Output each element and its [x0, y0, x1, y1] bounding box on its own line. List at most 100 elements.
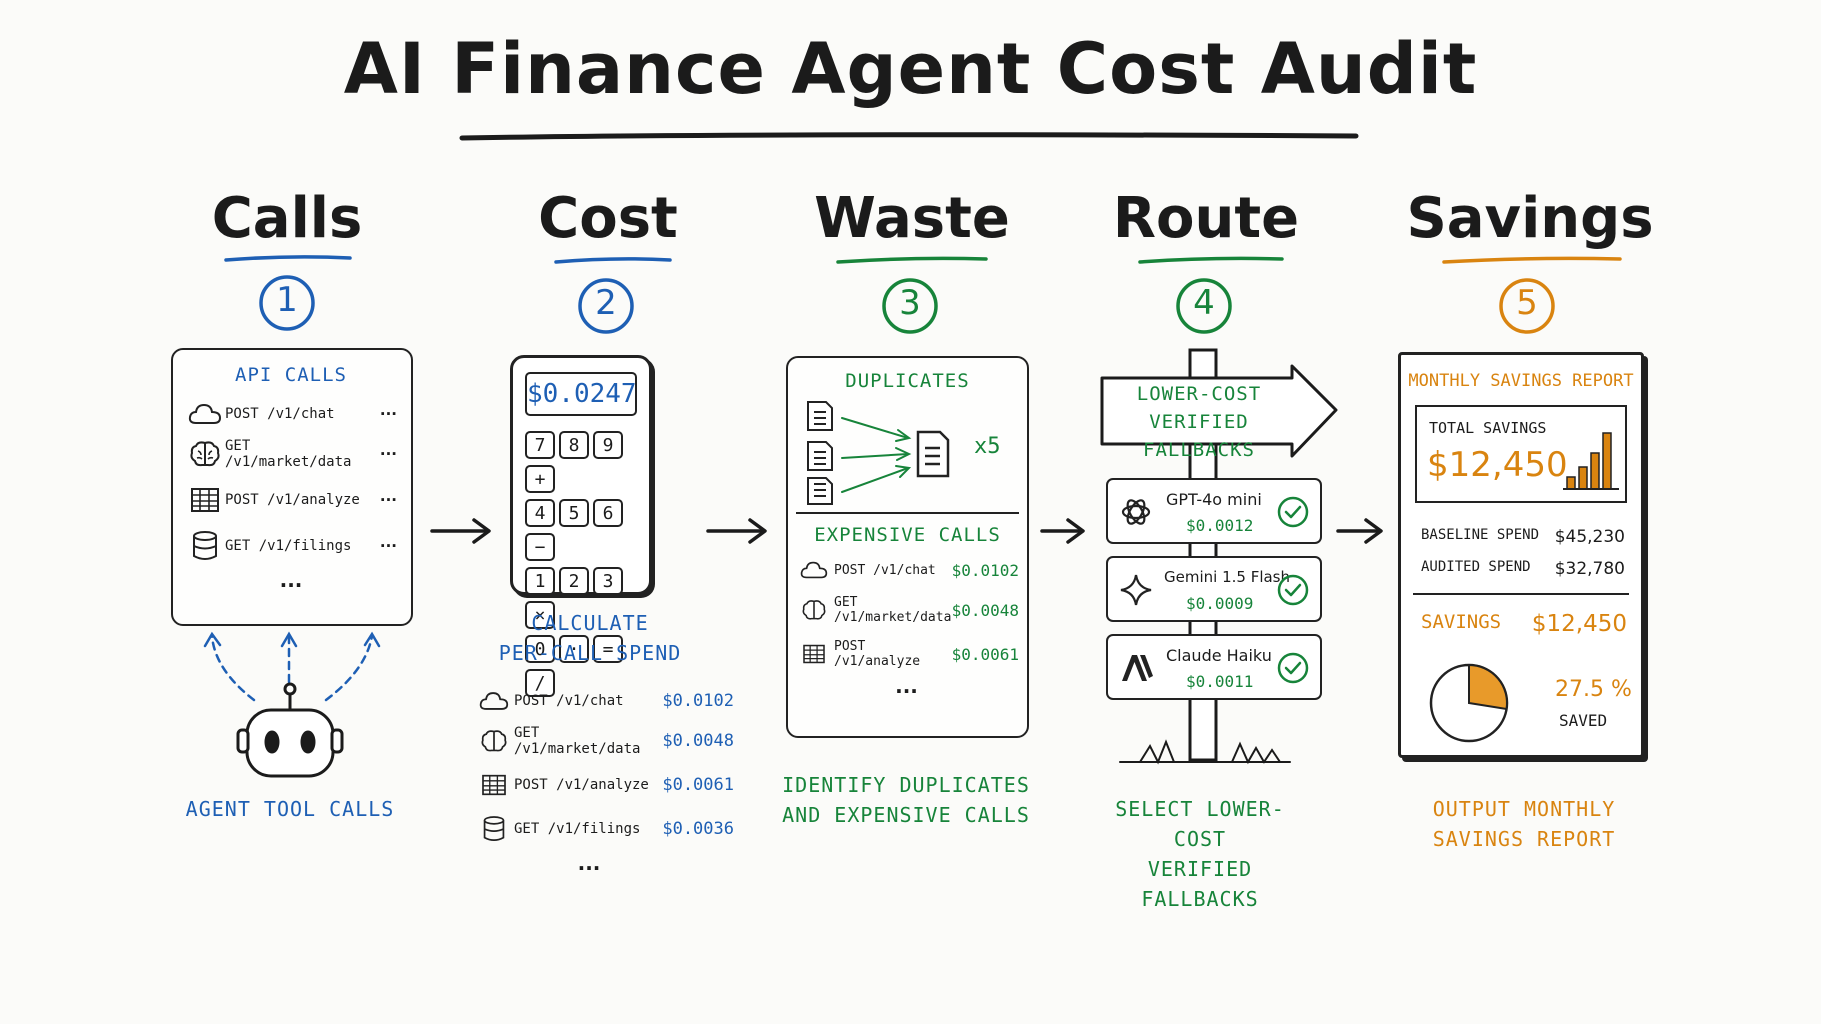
underline-savings: [1442, 256, 1622, 264]
expensive-price: $0.0048: [951, 600, 1019, 620]
step-title-cost: Cost: [538, 186, 678, 251]
cost-price: $0.0102: [662, 691, 734, 711]
expensive-price: $0.0102: [951, 560, 1019, 580]
percent-saved-value: 27.5 %: [1555, 677, 1632, 702]
more-options-icon[interactable]: ···: [379, 491, 397, 509]
calc-key[interactable]: 4: [525, 499, 555, 527]
cloud-icon: [185, 402, 225, 426]
cost-price: $0.0036: [662, 819, 734, 839]
underline-waste: [836, 256, 988, 264]
audited-label: AUDITED SPEND: [1421, 559, 1531, 575]
calc-key[interactable]: ×: [525, 601, 555, 629]
api-call-row: POST /v1/chat ···: [185, 394, 397, 434]
baseline-value: $45,230: [1554, 527, 1625, 547]
api-call-row: GET /v1/filings ···: [185, 526, 397, 566]
calc-key[interactable]: 9: [593, 431, 623, 459]
check-circle-icon: [1277, 652, 1309, 684]
calc-key[interactable]: 2: [559, 567, 589, 595]
api-call-endpoint: GET /v1/market/data: [225, 438, 352, 470]
cost-price: $0.0061: [662, 775, 734, 795]
flow-arrow-2: [706, 518, 767, 544]
step-circle-5: [1499, 278, 1555, 334]
underline-cost: [554, 257, 672, 264]
total-savings-value: $12,450: [1427, 445, 1568, 485]
underline-calls: [224, 255, 352, 262]
audited-value: $32,780: [1554, 559, 1625, 579]
brain-icon: [794, 599, 834, 621]
fallback-model-card[interactable]: GPT-4o mini $0.0012: [1106, 478, 1322, 544]
cost-endpoint: GET /v1/filings: [514, 821, 641, 837]
database-icon: [474, 815, 514, 843]
calc-key[interactable]: =: [593, 635, 623, 663]
model-price: $0.0009: [1186, 594, 1254, 613]
api-call-endpoint: POST /v1/chat: [225, 406, 335, 422]
calc-key[interactable]: ·: [559, 635, 589, 663]
savings-report-panel: MONTHLY SAVINGS REPORT TOTAL SAVINGS $12…: [1398, 352, 1644, 758]
cost-endpoint: POST /v1/analyze: [514, 777, 649, 793]
gemini-star-icon: [1120, 574, 1152, 606]
api-call-endpoint: GET /v1/filings: [225, 538, 352, 554]
calc-key[interactable]: 5: [559, 499, 589, 527]
report-title: MONTHLY SAVINGS REPORT: [1408, 371, 1634, 391]
flow-arrow-3: [1040, 518, 1085, 544]
calc-key[interactable]: 8: [559, 431, 589, 459]
waste-panel: DUPLICATES x5 EXPENSIVE CALLS POST /v1/c…: [786, 356, 1029, 738]
table-icon: [474, 774, 514, 796]
calc-key[interactable]: /: [525, 669, 555, 697]
more-calls-ellipsis: ...: [279, 568, 303, 592]
table-icon: [185, 487, 225, 513]
calc-key[interactable]: −: [525, 533, 555, 561]
identify-caption: IDENTIFY DUPLICATES AND EXPENSIVE CALLS: [776, 770, 1036, 830]
anthropic-logo-icon: [1122, 655, 1153, 681]
more-options-icon[interactable]: ···: [379, 537, 397, 555]
cloud-icon: [474, 690, 514, 712]
savings-value: $12,450: [1531, 611, 1627, 637]
api-call-endpoint: POST /v1/analyze: [225, 492, 360, 508]
expensive-call-row: GET /v1/market/data $0.0048: [794, 590, 1019, 630]
table-icon: [794, 644, 834, 664]
step-circle-4: [1176, 278, 1232, 334]
sign-label-line2: VERIFIED FALLBACKS: [1143, 411, 1255, 461]
sign-arrow-board: [1100, 364, 1338, 458]
openai-logo-icon: [1121, 499, 1151, 525]
model-price: $0.0011: [1186, 672, 1254, 691]
page-title: AI Finance Agent Cost Audit: [343, 28, 1478, 110]
step-circle-2: [578, 278, 634, 334]
expensive-call-row: POST /v1/analyze $0.0061: [794, 634, 1019, 674]
more-costs-ellipsis: ...: [577, 851, 601, 875]
calc-key[interactable]: 1: [525, 567, 555, 595]
calc-key[interactable]: 3: [593, 567, 623, 595]
robot-arrow-heads: [203, 631, 381, 648]
brain-icon: [474, 729, 514, 753]
expensive-endpoint: POST /v1/analyze: [834, 639, 921, 669]
calc-key[interactable]: +: [525, 465, 555, 493]
sign-label: LOWER-COST VERIFIED FALLBACKS: [1104, 380, 1294, 464]
sign-label-line1: LOWER-COST: [1136, 383, 1262, 405]
fallback-model-card[interactable]: Gemini 1.5 Flash $0.0009: [1106, 556, 1322, 622]
check-circle-icon: [1277, 496, 1309, 528]
cost-endpoint: GET /v1/market/data: [514, 725, 641, 757]
cloud-icon: [794, 560, 834, 580]
duplicate-count: x5: [974, 434, 1001, 459]
step-circle-1: [259, 275, 315, 331]
select-fallback-line1: SELECT LOWER-COST: [1115, 797, 1285, 851]
merged-document-icon: [916, 430, 950, 478]
cost-row: POST /v1/chat $0.0102: [474, 681, 734, 721]
saved-slice: [1468, 663, 1508, 711]
baseline-spend-row: BASELINE SPEND $45,230: [1421, 527, 1625, 547]
agent-tool-calls-caption: AGENT TOOL CALLS: [185, 797, 395, 821]
fallback-model-card[interactable]: Claude Haiku $0.0011: [1106, 634, 1322, 700]
database-icon: [185, 530, 225, 562]
robot-icon: [236, 682, 344, 778]
savings-label: SAVINGS: [1421, 611, 1502, 633]
calc-key[interactable]: 6: [593, 499, 623, 527]
more-options-icon[interactable]: ···: [379, 405, 397, 423]
calc-key[interactable]: 7: [525, 431, 555, 459]
expensive-call-row: POST /v1/chat $0.0102: [794, 550, 1019, 590]
calc-key[interactable]: 0: [525, 635, 555, 663]
calculate-caption-line2: PER-CALL SPEND: [498, 641, 682, 665]
more-options-icon[interactable]: ···: [379, 445, 397, 463]
per-call-cost-list: POST /v1/chat $0.0102 GET /v1/market/dat…: [474, 681, 734, 875]
